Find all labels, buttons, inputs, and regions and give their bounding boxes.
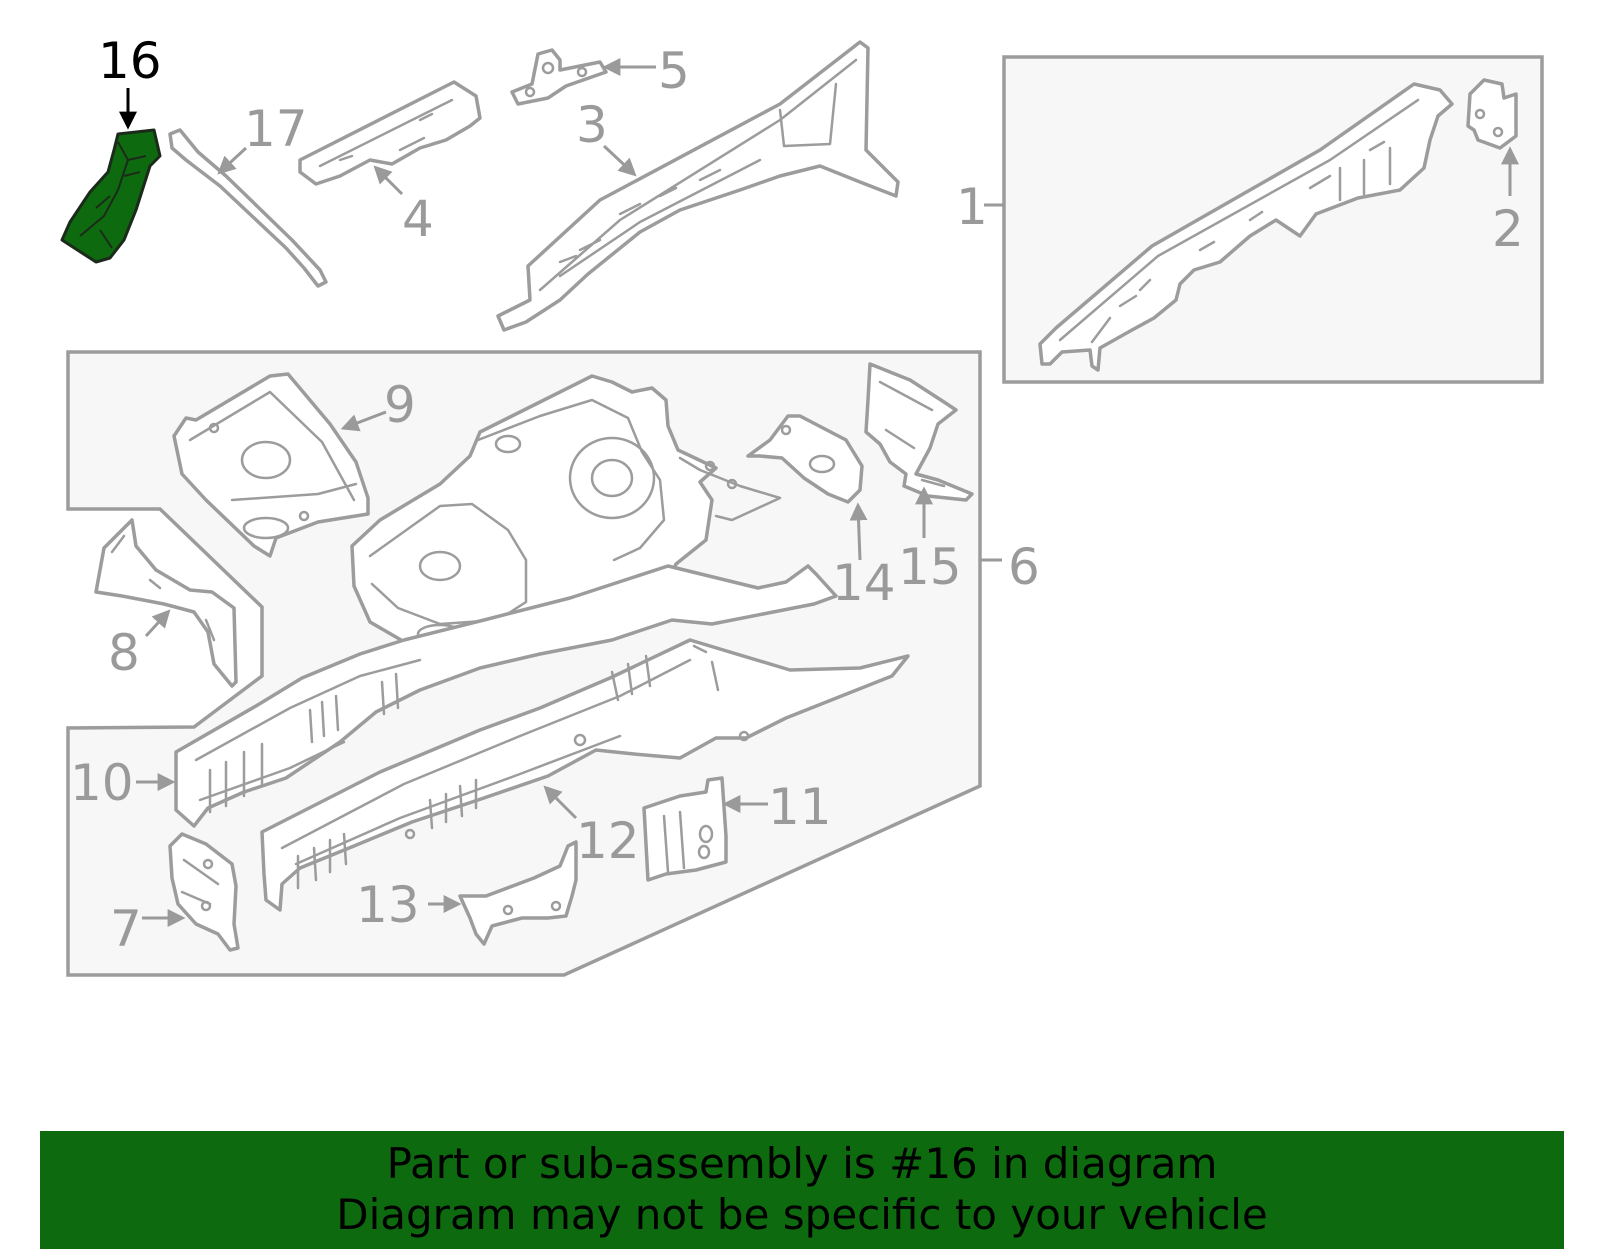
callout-17: 17	[244, 100, 308, 158]
leader-12	[543, 785, 578, 820]
part-12[interactable]	[260, 638, 910, 912]
callout-9: 9	[384, 376, 416, 434]
leader-17	[217, 146, 248, 175]
callout-14: 14	[832, 554, 896, 612]
part-10[interactable]	[174, 564, 838, 828]
part-2[interactable]	[1466, 78, 1518, 150]
banner-line-disclaimer: Diagram may not be specific to your vehi…	[336, 1190, 1268, 1239]
part-3[interactable]	[496, 40, 900, 332]
part-7[interactable]	[168, 832, 240, 952]
callout-13: 13	[356, 876, 420, 934]
info-banner: Part or sub-assembly is #16 in diagram D…	[40, 1131, 1564, 1249]
callout-8: 8	[108, 624, 140, 682]
callout-1: 1	[956, 178, 988, 236]
part-8[interactable]	[94, 518, 238, 688]
leader-4	[373, 165, 404, 196]
callout-6: 6	[1008, 538, 1040, 596]
banner-line-part-number: Part or sub-assembly is #16 in diagram	[386, 1139, 1218, 1188]
callout-3: 3	[576, 96, 608, 154]
leader-8	[144, 609, 171, 638]
callout-4: 4	[402, 190, 434, 248]
callout-2: 2	[1492, 200, 1524, 258]
part-16-highlighted[interactable]	[60, 128, 162, 264]
leader-9	[340, 410, 387, 432]
leader-3	[602, 144, 637, 177]
part-5[interactable]	[510, 48, 608, 106]
callout-11: 11	[768, 778, 832, 836]
callout-16: 16	[98, 32, 162, 90]
part-15[interactable]	[864, 362, 974, 502]
part-4[interactable]	[298, 80, 482, 186]
part-1[interactable]	[1038, 82, 1454, 372]
callout-10: 10	[70, 754, 134, 812]
parts-diagram: 16 17 4 5 3 1 2 9 8 14 15 6 10 12 11 7 1…	[60, 32, 1544, 977]
callout-12: 12	[576, 812, 640, 870]
callout-15: 15	[898, 538, 962, 596]
part-11[interactable]	[642, 776, 728, 882]
leader-14	[849, 502, 868, 561]
callout-5: 5	[658, 42, 690, 100]
part-13[interactable]	[458, 840, 578, 946]
part-17[interactable]	[168, 128, 328, 288]
part-9[interactable]	[172, 372, 370, 558]
part-6-apron[interactable]	[678, 456, 782, 522]
part-14[interactable]	[746, 414, 864, 504]
callout-7: 7	[110, 900, 142, 958]
